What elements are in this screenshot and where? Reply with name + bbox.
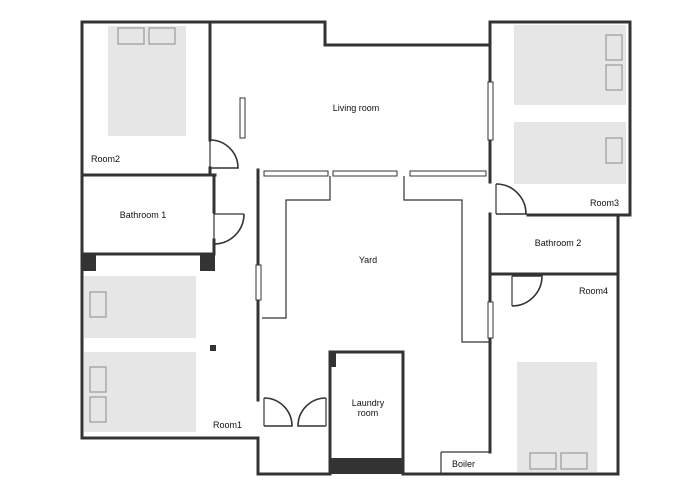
room1-bed-top xyxy=(84,276,196,338)
label-bathroom1: Bathroom 1 xyxy=(120,210,167,220)
label-yard: Yard xyxy=(359,255,377,265)
solid-blocks xyxy=(82,254,403,474)
room2-bed xyxy=(108,26,186,136)
label-room1: Room1 xyxy=(213,420,242,430)
windows xyxy=(239,81,494,339)
label-laundry-line1: Laundry xyxy=(352,398,385,408)
door-bathroom1[interactable] xyxy=(213,212,245,245)
door-room4[interactable] xyxy=(511,275,543,307)
room3-bed-top xyxy=(514,25,626,105)
label-living-room: Living room xyxy=(333,103,380,113)
room1-bed-bottom xyxy=(84,352,196,432)
label-laundry-line2: room xyxy=(358,408,379,418)
door-room3[interactable] xyxy=(495,183,527,215)
walls xyxy=(80,20,632,476)
door-room2[interactable] xyxy=(209,139,239,169)
label-bathroom2: Bathroom 2 xyxy=(535,238,582,248)
room4-bed xyxy=(517,362,597,472)
room-labels: Room2 Living room Room3 Bathroom 1 Bathr… xyxy=(91,103,619,469)
label-room4: Room4 xyxy=(579,286,608,296)
label-room3: Room3 xyxy=(590,198,619,208)
label-room2: Room2 xyxy=(91,154,120,164)
room3-bed-bottom xyxy=(514,122,626,184)
door-room1[interactable] xyxy=(263,397,293,427)
door-laundry[interactable] xyxy=(297,397,327,427)
label-boiler: Boiler xyxy=(452,459,475,469)
